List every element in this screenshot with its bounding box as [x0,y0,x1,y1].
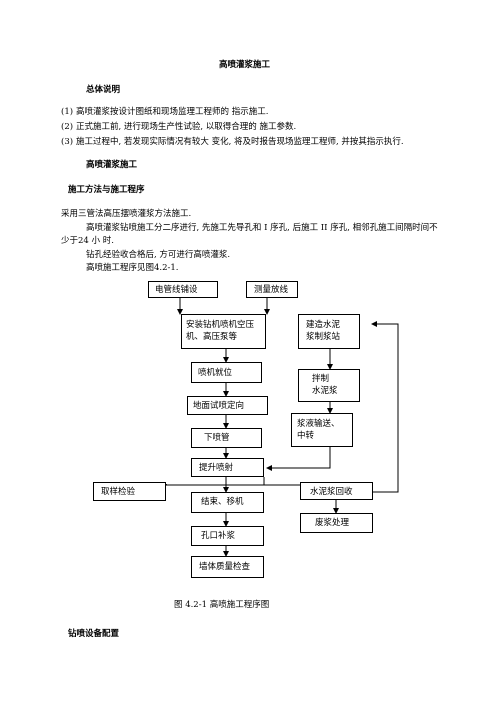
flow-box-lower-pipe: 下喷管 [191,428,262,448]
flow-box-slurry-transport: 浆液输送、 中转 [291,413,353,447]
list-item: 正式施工前, 进行现场生产性试验, 以取得合理的 施工参数. [76,122,297,132]
flow-box-build-station: 建造水泥 浆制浆站 [298,314,360,349]
paragraph-method: 采用三管法高压摆喷灌浆方法施工. [61,209,192,219]
flow-box-lift-jet: 提升喷射 [191,458,264,477]
list-item-number: (1) [61,107,74,117]
section-heading-jet-grouting: 高喷灌浆施工 [86,160,138,170]
flow-box-waste: 废浆处理 [300,513,373,533]
paragraph-sequence-line2: 少于24 小 时. [61,236,114,246]
flow-box-survey: 测量放线 [246,281,298,298]
flow-box-finish-move: 结束、移机 [191,492,264,513]
list-item-number: (2) [61,122,74,132]
section-heading-equipment: 钻喷设备配置 [68,629,120,639]
list-item-number: (3) [61,137,74,147]
page-title: 高喷灌浆施工 [219,60,271,70]
paragraph-figure-ref: 高喷施工程序见图4.2-1. [86,263,179,273]
section-heading-overview: 总体说明 [86,85,121,95]
flow-box-install: 安装钻机喷机空压 机、高压泵等 [181,314,266,349]
paragraph-acceptance: 钻孔经验收合格后, 方可进行高喷灌浆. [86,250,231,260]
flow-box-slurry-recovery: 水泥浆回收 [300,482,373,500]
flow-box-pipe-laying: 电管线铺设 [148,281,218,298]
figure-caption: 图 4.2-1 高喷施工程序图 [174,600,270,610]
flow-box-quality-check: 墙体质量检查 [191,556,264,578]
section-heading-method: 施工方法与施工程序 [68,185,145,195]
list-item: 施工过程中, 若发现实际情况有较大 变化, 将及时报告现场监理工程师, 并按其指… [76,137,404,147]
flow-box-hole-grout: 孔口补浆 [191,526,264,546]
list-item: 高喷灌浆按设计图纸和现场监理工程师的 指示施工. [76,107,269,117]
flow-box-ground-test: 地面试喷定向 [187,396,268,415]
flow-box-mixing: 拌制 水泥浆 [298,369,360,402]
flow-box-positioning: 喷机就位 [191,362,262,383]
flow-box-sampling: 取样检验 [93,482,166,501]
paragraph-sequence-line1: 高喷灌浆钻喷施工分二序进行, 先施工先导孔和 I 序孔, 后施工 II 序孔, … [86,223,438,233]
